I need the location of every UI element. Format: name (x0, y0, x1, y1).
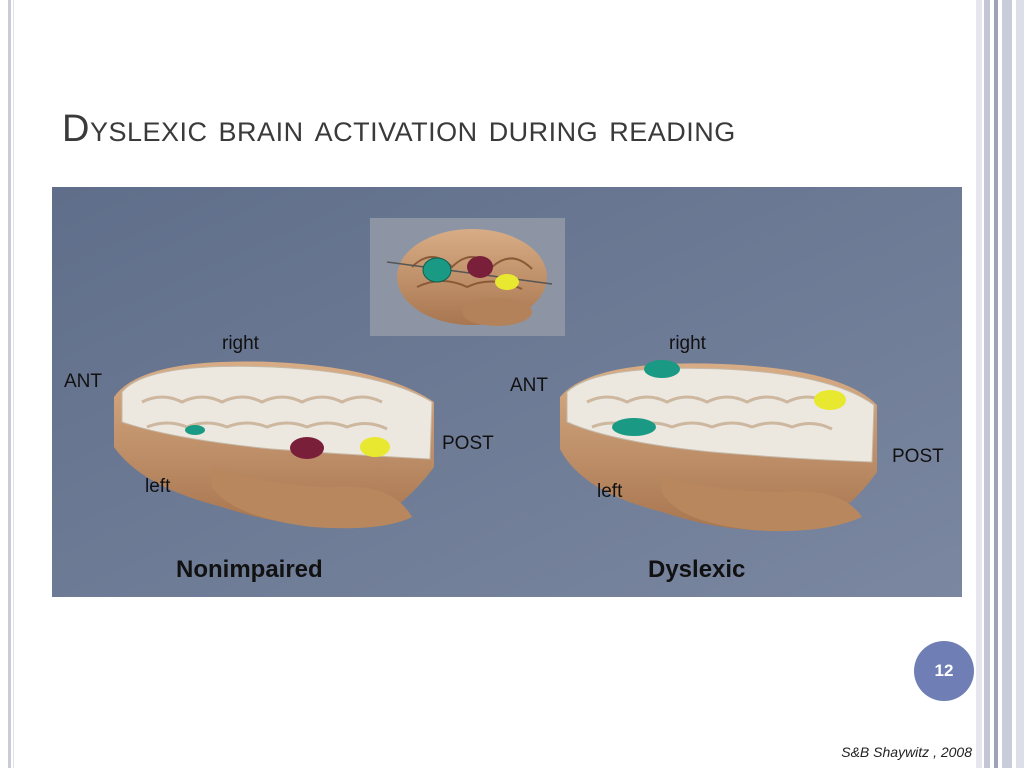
brain-activation-figure: right ANT POST left Nonimpaired right AN… (52, 187, 962, 597)
dyslexic-caption: Dyslexic (648, 556, 745, 583)
left-decorative-rule-thin (13, 0, 14, 768)
dyslexic-brain (560, 360, 877, 532)
right-teal-activation-bottom (612, 418, 656, 436)
nonimpaired-caption: Nonimpaired (176, 556, 323, 583)
right-label-right: right (669, 333, 707, 354)
right-label-ant: ANT (510, 375, 548, 396)
page-number-badge: 12 (914, 641, 974, 701)
inset-lateral-brain (370, 218, 565, 336)
left-label-left: left (145, 476, 171, 497)
right-teal-activation-top (644, 360, 680, 378)
left-decorative-rule (8, 0, 11, 768)
left-label-right: right (222, 333, 260, 354)
right-label-left: left (597, 481, 623, 502)
left-label-post: POST (442, 433, 494, 454)
left-maroon-activation (290, 437, 324, 459)
right-decorative-bars (976, 0, 1024, 768)
slide-title: Dyslexic brain activation during reading (62, 108, 736, 150)
left-label-ant: ANT (64, 371, 102, 392)
left-teal-activation (185, 425, 205, 435)
right-label-post: POST (892, 446, 944, 467)
right-yellow-activation (814, 390, 846, 410)
nonimpaired-brain (114, 361, 434, 529)
citation: S&B Shaywitz , 2008 (841, 744, 972, 760)
left-yellow-activation (360, 437, 390, 457)
